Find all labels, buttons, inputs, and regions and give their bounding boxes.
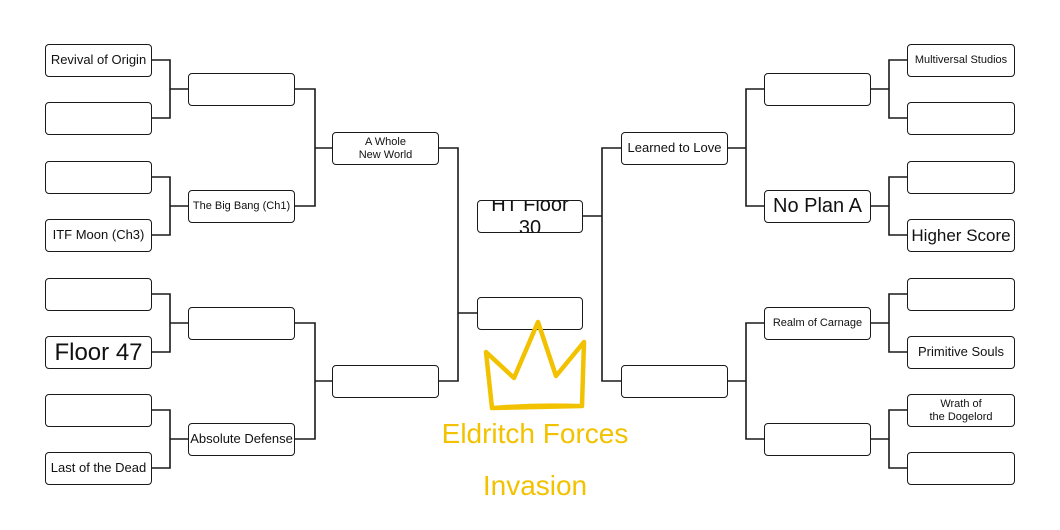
connector (871, 409, 907, 469)
left-round3-slot-1: A Whole New World (332, 132, 439, 165)
connector (583, 147, 621, 382)
right-round1-slot-8 (907, 452, 1015, 485)
left-round1-slot-1: Revival of Origin (45, 44, 152, 77)
left-round1-slot-8: Last of the Dead (45, 452, 152, 485)
left-round1-slot-3 (45, 161, 152, 194)
connector (728, 88, 764, 207)
connector (871, 176, 907, 236)
right-round1-slot-5 (907, 278, 1015, 311)
crown-icon (483, 319, 587, 411)
right-round3-slot-2 (621, 365, 728, 398)
left-round2-slot-3 (188, 307, 295, 340)
left-semifinal-slot (477, 297, 583, 330)
champion-name-line-1: Eldritch Forces (441, 418, 629, 449)
connector (871, 293, 907, 353)
right-round1-slot-7: Wrath of the Dogelord (907, 394, 1015, 427)
connector (152, 59, 188, 119)
connector (728, 322, 764, 440)
left-round1-slot-2 (45, 102, 152, 135)
champion-name-line-2: Invasion (482, 470, 588, 501)
right-round1-slot-4: Higher Score (907, 219, 1015, 252)
left-round2-slot-1 (188, 73, 295, 106)
connector (871, 59, 907, 119)
left-round1-slot-7 (45, 394, 152, 427)
left-round1-slot-4: ITF Moon (Ch3) (45, 219, 152, 252)
right-round1-slot-2 (907, 102, 1015, 135)
final-slot: HT Floor 30 (477, 200, 583, 233)
left-round2-slot-4: Absolute Defense (188, 423, 295, 456)
connector (439, 147, 477, 382)
connector (295, 322, 332, 440)
connector (152, 409, 188, 469)
right-round3-slot-1: Learned to Love (621, 132, 728, 165)
right-round2-slot-3: Realm of Carnage (764, 307, 871, 340)
connector (152, 176, 188, 236)
left-round1-slot-6: Floor 47 (45, 336, 152, 369)
right-round2-slot-2: No Plan A (764, 190, 871, 223)
right-round1-slot-1: Multiversal Studios (907, 44, 1015, 77)
left-round2-slot-2: The Big Bang (Ch1) (188, 190, 295, 223)
left-round3-slot-2 (332, 365, 439, 398)
left-round1-slot-5 (45, 278, 152, 311)
right-round1-slot-3 (907, 161, 1015, 194)
right-round1-slot-6: Primitive Souls (907, 336, 1015, 369)
right-round2-slot-1 (764, 73, 871, 106)
right-round2-slot-4 (764, 423, 871, 456)
connector (152, 293, 188, 353)
connector (295, 88, 332, 207)
